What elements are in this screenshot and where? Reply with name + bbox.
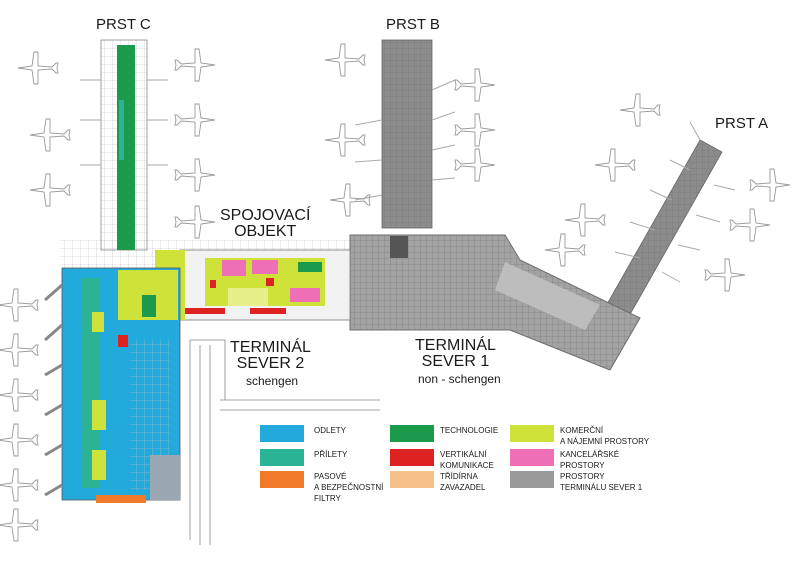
legend-item-kancelarske: KANCELÁŘSKÉ PROSTORY [510, 449, 619, 471]
legend-item-tridirna: TŘÍDÍRNA ZAVAZADEL [390, 471, 486, 493]
legend-label: TŘÍDÍRNA ZAVAZADEL [440, 472, 486, 492]
connector-building [155, 249, 351, 321]
legend-label: VERTIKÁLNÍ KOMUNIKACE [440, 450, 494, 470]
legend-item-odlety: ODLETY [260, 425, 346, 442]
terminal-1-title: TERMINÁL SEVER 1 [415, 337, 496, 370]
legend-item-prilety: PŘÍLETY [260, 449, 347, 466]
legend-swatch [510, 449, 554, 466]
legend-label: KANCELÁŘSKÉ PROSTORY [560, 450, 620, 470]
legend-item-vertikalni: VERTIKÁLNÍ KOMUNIKACE [390, 449, 494, 471]
legend-item-komercni: KOMERČNÍ A NÁJEMNÍ PROSTORY [510, 425, 649, 447]
legend-swatch [390, 471, 434, 488]
legend-label: PŘÍLETY [314, 450, 348, 459]
terminal-2-title: TERMINÁL SEVER 2 [230, 339, 311, 372]
pier-c [80, 39, 168, 251]
pier-c-label: PRST C [96, 16, 151, 33]
legend-item-prostory: PROSTORY TERMINÁLU SEVER 1 [510, 471, 642, 493]
terminal-sever-1-building [349, 234, 641, 371]
pier-a [605, 121, 736, 319]
legend-label: KOMERČNÍ A NÁJEMNÍ PROSTORY [560, 426, 650, 446]
terminal-2-subtitle: schengen [246, 374, 299, 388]
terminal-1-subtitle: non - schengen [418, 372, 501, 386]
legend-swatch [510, 471, 554, 488]
legend-label: TECHNOLOGIE [440, 426, 499, 435]
legend-label: PROSTORY TERMINÁLU SEVER 1 [560, 472, 643, 492]
connector-label: SPOJOVACÍ OBJEKT [220, 207, 311, 240]
legend-swatch [260, 471, 304, 488]
legend-item-pasove: PASOVÉ A BEZPEČNOSTNÍ FILTRY [260, 471, 383, 504]
landside-roads [189, 339, 380, 545]
legend-swatch [260, 449, 304, 466]
pier-b [354, 39, 456, 229]
legend-item-technologie: TECHNOLOGIE [390, 425, 498, 442]
pier-c-technology-zone [117, 45, 135, 250]
legend-swatch [260, 425, 304, 442]
pier-b-label: PRST B [386, 16, 440, 33]
terminal-sever-2-building [44, 267, 181, 503]
legend-swatch [390, 449, 434, 466]
pier-a-label: PRST A [715, 115, 769, 132]
legend-swatch [390, 425, 434, 442]
legend-swatch [510, 425, 554, 442]
legend-label: ODLETY [314, 426, 347, 435]
legend-label: PASOVÉ A BEZPEČNOSTNÍ FILTRY [314, 472, 384, 503]
